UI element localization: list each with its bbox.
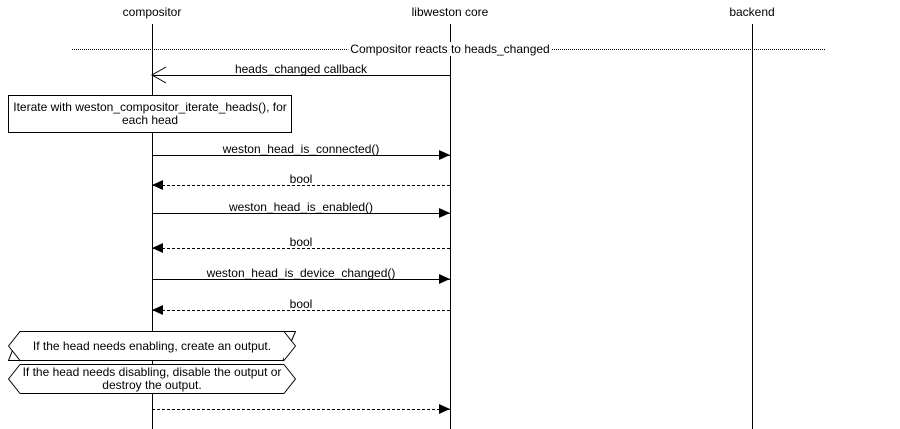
message-label-weston-head-is-device-changed: weston_head_is_device_changed() [206, 266, 396, 280]
message-line-return-bool-device-changed [152, 310, 450, 311]
note-iterate-heads: Iterate with weston_compositor_iterate_h… [8, 95, 292, 133]
arrowhead-open-left-heads-changed-callback [150, 66, 167, 84]
arrowhead-filled-right-final-return [439, 404, 450, 414]
message-label-return-bool-connected: bool [289, 172, 313, 186]
participant-label-backend: backend [729, 5, 775, 19]
arrowhead-filled-left-return-bool-enabled [152, 243, 163, 253]
arrowhead-filled-right-weston-head-is-connected [439, 150, 450, 160]
message-line-weston-head-is-device-changed [152, 279, 450, 280]
comment-shape-enable-head [8, 331, 296, 361]
comment-shape-disable-head [8, 364, 296, 394]
lifeline-compositor [152, 24, 153, 429]
comment-label-enable-head: If the head needs enabling, create an ou… [32, 338, 272, 353]
message-line-weston-head-is-enabled [152, 213, 450, 214]
participant-label-compositor: compositor [122, 5, 182, 19]
message-line-return-bool-enabled [152, 248, 450, 249]
separator-label: Compositor reacts to heads_changed [348, 42, 552, 56]
message-label-return-bool-enabled: bool [289, 235, 313, 249]
arrowhead-filled-left-return-bool-connected [152, 180, 163, 190]
participant-label-libweston-core: libweston core [411, 5, 489, 19]
lifeline-backend [752, 24, 753, 429]
arrowhead-filled-right-weston-head-is-device-changed [439, 274, 450, 284]
message-line-return-bool-connected [152, 185, 450, 186]
message-line-heads-changed-callback [152, 75, 450, 76]
arrowhead-filled-left-return-bool-device-changed [152, 305, 163, 315]
lifeline-libweston-core [450, 24, 451, 429]
message-label-heads-changed-callback: heads_changed callback [234, 62, 368, 76]
message-line-final-return [152, 409, 450, 410]
arrowhead-filled-right-weston-head-is-enabled [439, 208, 450, 218]
comment-label-disable-head: If the head needs disabling, disable the… [22, 365, 282, 392]
message-line-weston-head-is-connected [152, 155, 450, 156]
message-label-weston-head-is-connected: weston_head_is_connected() [222, 142, 380, 156]
message-label-return-bool-device-changed: bool [289, 297, 313, 311]
message-label-weston-head-is-enabled: weston_head_is_enabled() [228, 200, 374, 214]
